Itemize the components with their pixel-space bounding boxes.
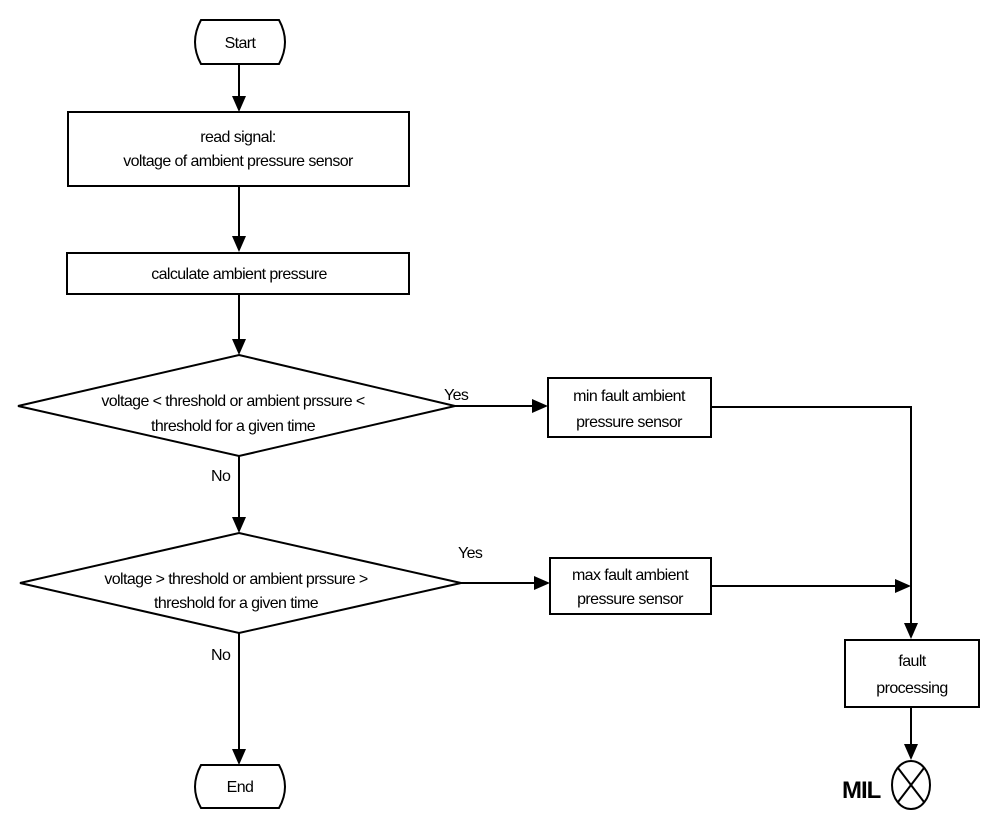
arrowhead-read <box>232 96 246 112</box>
decision-max-line-2: threshold for a given time <box>154 595 319 612</box>
mil-lamp: MIL <box>842 760 931 810</box>
connectors <box>232 64 918 765</box>
arrowhead-min-fault <box>532 399 548 413</box>
end-terminal: End <box>194 764 286 809</box>
start-label: Start <box>225 35 257 52</box>
edge-label-yes-min: Yes <box>444 387 469 404</box>
end-label: End <box>227 779 254 796</box>
min-fault-line-1: min fault ambient <box>573 388 686 405</box>
edge-label-yes-max: Yes <box>458 545 483 562</box>
start-terminal: Start <box>194 19 286 65</box>
decision-min-threshold: voltage < threshold or ambient prssure <… <box>17 353 456 458</box>
min-fault-box: min fault ambient pressure sensor <box>547 377 712 438</box>
arrowhead-end <box>232 749 246 765</box>
arrowhead-decision-min <box>232 339 246 355</box>
calculate-label: calculate ambient pressure <box>151 266 327 283</box>
calculate-pressure-box: calculate ambient pressure <box>66 252 410 295</box>
edge-min-fault-to-processing <box>711 406 912 623</box>
arrowhead-merge <box>895 579 911 593</box>
read-signal-line-2: voltage of ambient pressure sensor <box>123 153 354 170</box>
fault-processing-box: fault processing <box>844 639 980 708</box>
fault-processing-line-2: processing <box>876 680 947 697</box>
arrowhead-max-fault <box>534 576 550 590</box>
max-fault-box: max fault ambient pressure sensor <box>549 557 712 615</box>
arrowhead-calc <box>232 236 246 252</box>
read-signal-box: read signal: voltage of ambient pressure… <box>67 111 410 187</box>
arrowhead-decision-max <box>232 517 246 533</box>
decision-max-threshold: voltage > threshold or ambient prssure >… <box>19 531 462 635</box>
read-signal-line-1: read signal: <box>200 129 276 146</box>
decision-min-line-1: voltage < threshold or ambient prssure < <box>101 393 365 410</box>
edge-label-no-min: No <box>211 468 231 485</box>
max-fault-line-1: max fault ambient <box>572 567 689 584</box>
fault-processing-line-1: fault <box>898 653 926 670</box>
edge-label-no-max: No <box>211 647 231 664</box>
min-fault-line-2: pressure sensor <box>576 414 683 431</box>
decision-max-line-1: voltage > threshold or ambient prssure > <box>104 571 368 588</box>
arrowhead-mil <box>904 744 918 760</box>
decision-min-line-2: threshold for a given time <box>151 418 316 435</box>
max-fault-line-2: pressure sensor <box>577 591 684 608</box>
mil-label: MIL <box>842 777 881 804</box>
arrowhead-processing <box>904 623 918 639</box>
